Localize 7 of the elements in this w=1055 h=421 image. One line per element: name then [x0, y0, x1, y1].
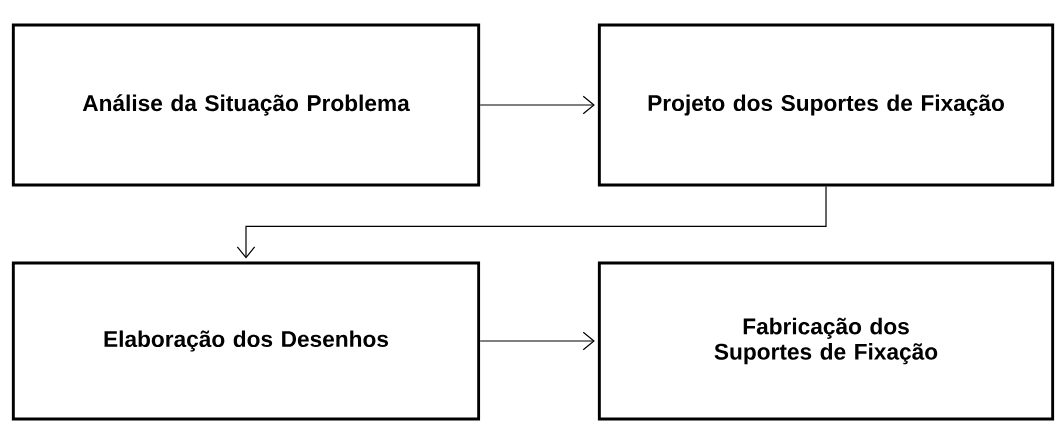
- process-box: Fabricação dos Suportes de Fixação: [597, 261, 1055, 421]
- arrow: [236, 185, 827, 259]
- process-box: Elaboração dos Desenhos: [11, 261, 481, 421]
- process-box: Projeto dos Suportes de Fixação: [597, 23, 1055, 187]
- arrow: [479, 331, 595, 351]
- arrow: [479, 95, 595, 115]
- process-box: Análise da Situação Problema: [11, 23, 481, 187]
